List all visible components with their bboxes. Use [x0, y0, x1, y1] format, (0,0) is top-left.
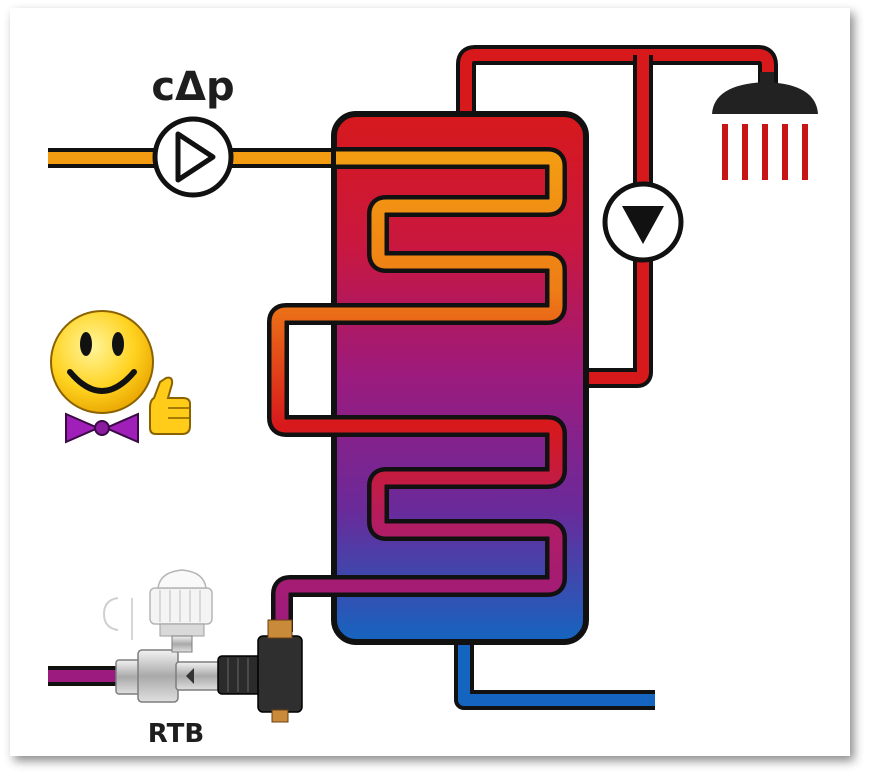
- pump-label: cΔp: [151, 64, 234, 110]
- upper-heating-coil: [267, 147, 567, 437]
- lower-heating-coil: [271, 415, 567, 632]
- circulation-pump-icon: [152, 116, 234, 198]
- valve-label: RTB: [148, 719, 204, 749]
- cold-water-pipe: [454, 632, 655, 710]
- storage-tank: [331, 111, 589, 645]
- recirculation-pump-icon: [602, 181, 684, 263]
- thermostatic-valve-icon: [102, 569, 303, 723]
- shower-head-icon: [712, 72, 818, 180]
- smiley-thumbs-up-icon: [50, 310, 191, 444]
- hot-water-pipe: [456, 45, 778, 388]
